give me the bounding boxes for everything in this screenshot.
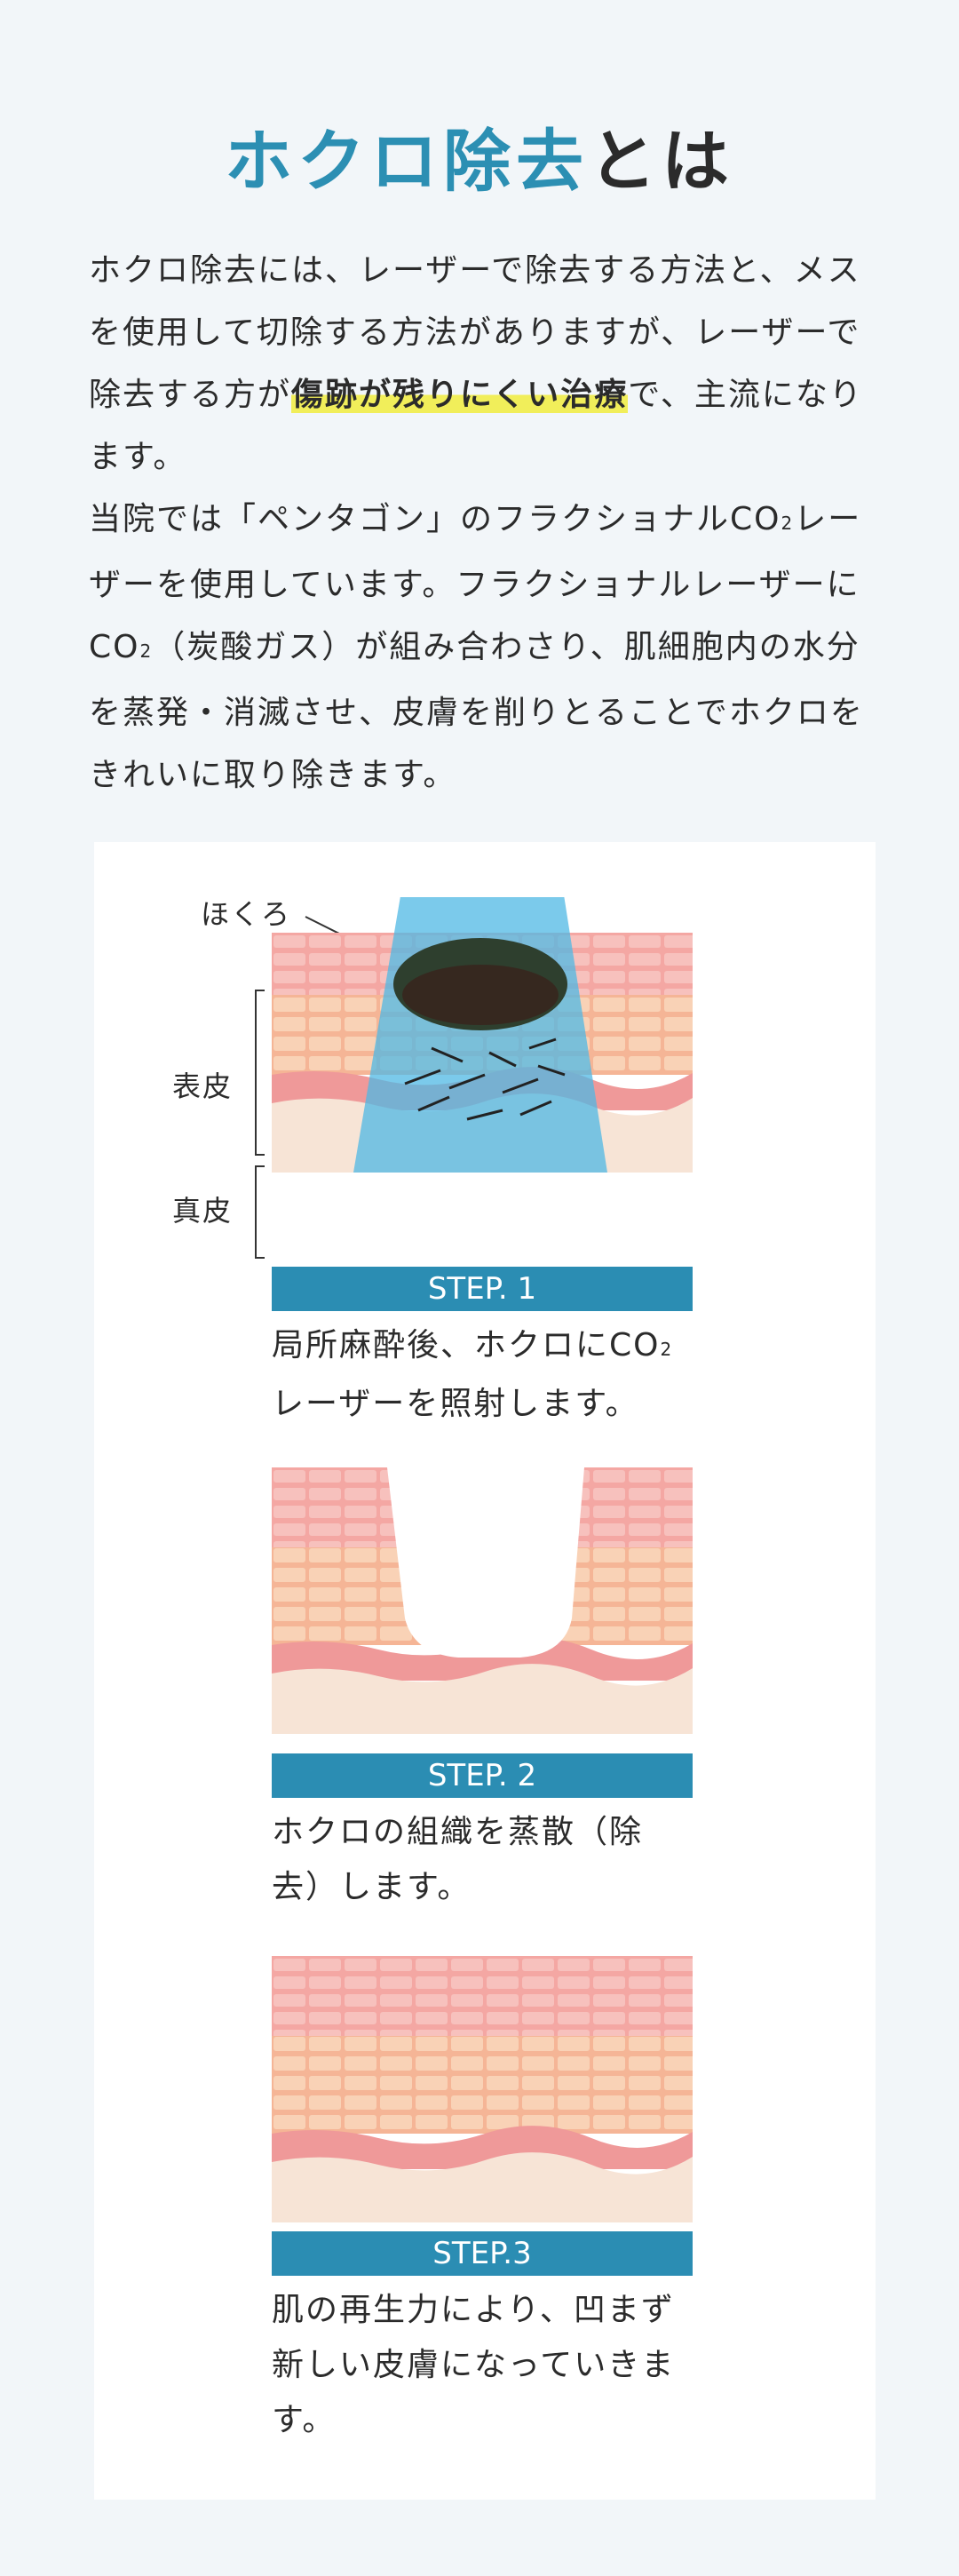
step1-label: STEP. 1 — [272, 1267, 693, 1311]
co2-subscript: 2 — [139, 640, 154, 662]
step1-illustration — [272, 897, 693, 1173]
step3-block: STEP.3 肌の再生力により、凹まず新しい皮膚になっていきます。 — [272, 2231, 693, 2448]
step3-description: 肌の再生力により、凹まず新しい皮膚になっていきます。 — [272, 2292, 676, 2438]
page-title: ホクロ除去とは — [0, 107, 959, 204]
step1-text-part-a: 局所麻酔後、ホクロにCO — [272, 1327, 661, 1364]
ablated-cavity — [387, 1467, 584, 1658]
label-epidermis: 表皮 — [172, 1069, 234, 1103]
step2-illustration — [272, 1467, 693, 1734]
step2-description: ホクロの組織を蒸散（除去）します。 — [272, 1814, 644, 1905]
intro-p2-part-c: （炭酸ガス）が組み合わさり、肌細胞内の水分を蒸発・消滅させ、皮膚を削りとることで… — [89, 629, 864, 793]
label-dermis: 真皮 — [172, 1194, 234, 1228]
intro-p1-part-a: ホクロ除去には、レーザーで除去する方法と、メスを使用して切除する方法がありますが… — [89, 252, 861, 413]
page-title-accent: ホクロ除去 — [225, 122, 589, 201]
page-title-rest: とは — [589, 122, 734, 201]
epidermis-bracket — [255, 990, 265, 1156]
intro-p2-part-b: レーザーを使用しています。フラクショナルレーザーにCO — [89, 501, 862, 665]
co2-subscript: 2 — [660, 1339, 674, 1360]
step2-label: STEP. 2 — [272, 1753, 693, 1798]
dermis-bracket — [255, 1165, 265, 1259]
highlighted-phrase: 傷跡が残りにくい治療 — [291, 377, 629, 413]
step3-label: STEP.3 — [272, 2231, 693, 2276]
intro-p2-part-a: 当院では「ペンタゴン」のフラクショナルCO — [89, 501, 781, 537]
intro-p1-part-b: で、主流になります。 — [89, 377, 863, 475]
step1-text-part-b: レーザーを照射します。 — [272, 1386, 639, 1422]
steps-card: ほくろ 表皮 真皮 — [94, 842, 876, 2500]
laser-micro-channels — [404, 1038, 566, 1121]
step1-description: 局所麻酔後、ホクロにCO2 レーザーを照射します。 — [272, 1318, 693, 1432]
intro-paragraph-2: 当院では「ペンタゴン」のフラクショナルCO2レーザーを使用しています。フラクショ… — [89, 489, 870, 807]
step3-illustration — [272, 1956, 693, 2222]
label-mole: ほくろ — [201, 897, 292, 931]
co2-subscript: 2 — [781, 513, 795, 534]
intro-paragraph-1: ホクロ除去には、レーザーで除去する方法と、メスを使用して切除する方法がありますが… — [89, 240, 870, 489]
intro-text: ホクロ除去には、レーザーで除去する方法と、メスを使用して切除する方法がありますが… — [89, 240, 870, 807]
step1-block: STEP. 1 局所麻酔後、ホクロにCO2 レーザーを照射します。 — [272, 1267, 693, 1432]
step2-block: STEP. 2 ホクロの組織を蒸散（除去）します。 — [272, 1753, 693, 1915]
